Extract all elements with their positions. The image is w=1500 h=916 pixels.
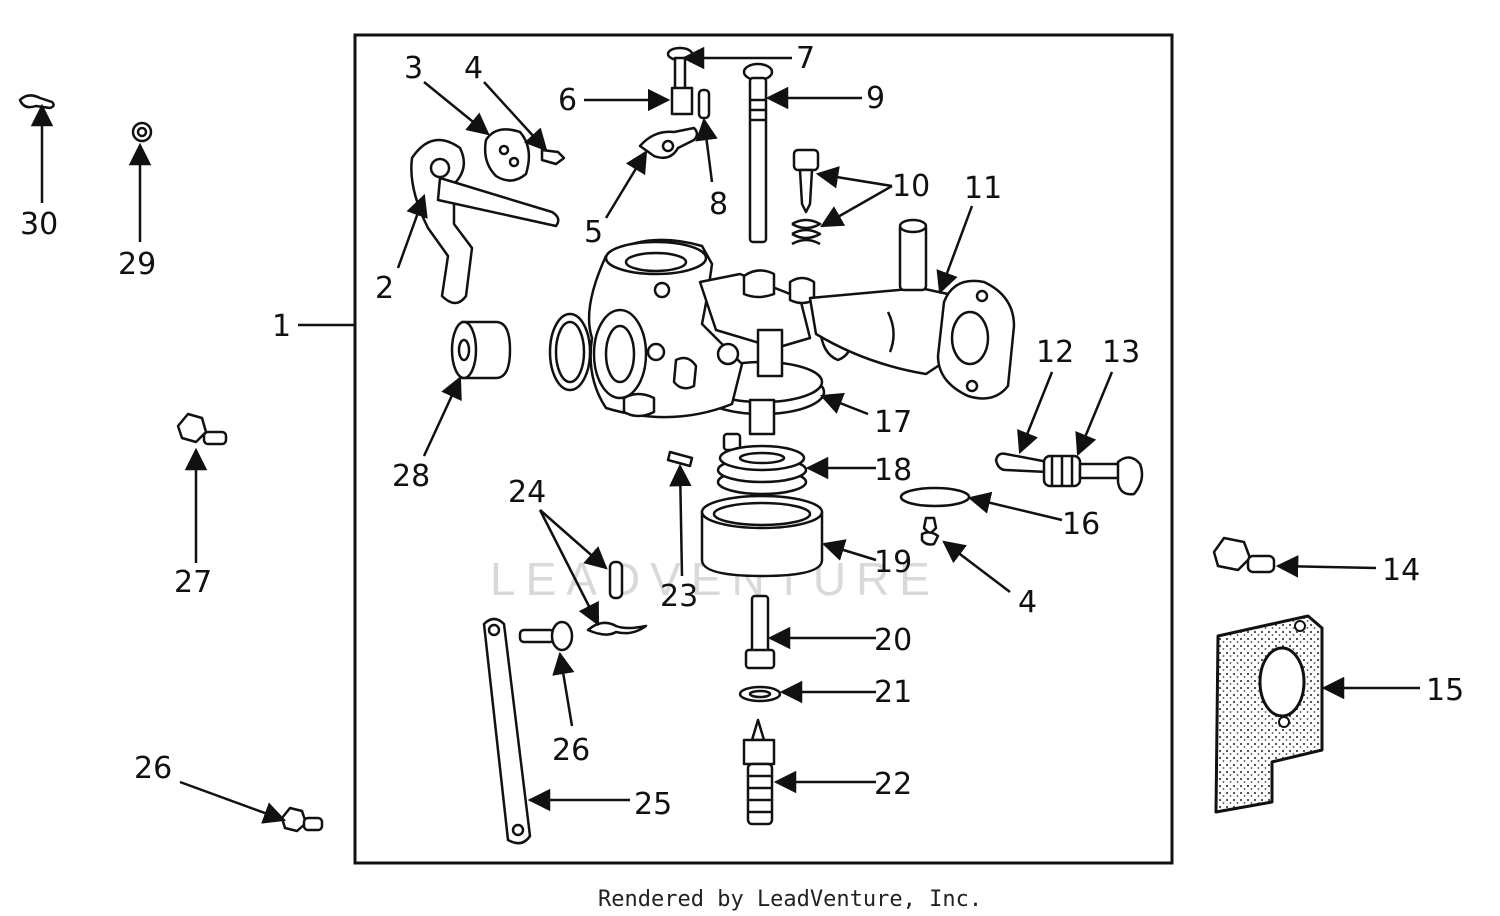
part-26-screw-lower xyxy=(280,806,324,833)
callout-25: 25 xyxy=(634,787,672,822)
callout-19: 19 xyxy=(874,545,912,580)
callout-9: 9 xyxy=(866,81,885,116)
part-19-float-bowl xyxy=(700,494,824,578)
callout-27: 27 xyxy=(174,565,212,600)
callout-2: 2 xyxy=(375,271,394,306)
callout-30: 30 xyxy=(20,207,58,242)
callout-23: 23 xyxy=(660,579,698,614)
callout-1: 1 xyxy=(272,309,291,344)
callout-4-upper: 4 xyxy=(464,51,483,86)
part-4-screw-upper xyxy=(540,148,566,166)
callout-10: 10 xyxy=(892,169,930,204)
callout-26-lower: 26 xyxy=(134,751,172,786)
part-8-pin xyxy=(697,88,711,120)
callout-13: 13 xyxy=(1102,335,1140,370)
callout-22: 22 xyxy=(874,767,912,802)
callout-8: 8 xyxy=(709,187,728,222)
part-5-lever xyxy=(638,126,699,159)
callout-5: 5 xyxy=(584,215,603,250)
callout-6: 6 xyxy=(558,83,577,118)
part-14-bolt xyxy=(1212,536,1276,574)
part-16-diaphragm xyxy=(899,486,971,508)
part-9-long-screw xyxy=(742,62,774,244)
callout-14: 14 xyxy=(1382,553,1420,588)
part-26-screw-upper xyxy=(518,620,574,652)
callout-17: 17 xyxy=(874,405,912,440)
callout-labels: 30 29 27 26 1 2 3 4 5 6 7 8 9 10 11 12 1… xyxy=(20,41,1464,822)
part-23-pin xyxy=(666,450,694,468)
callout-20: 20 xyxy=(874,623,912,658)
part-27-screw xyxy=(176,412,228,446)
callout-24: 24 xyxy=(508,475,546,510)
callout-21: 21 xyxy=(874,675,912,710)
leader-lines xyxy=(30,46,1420,824)
callout-3: 3 xyxy=(404,51,423,86)
part-18-float xyxy=(716,432,808,496)
callout-18: 18 xyxy=(874,453,912,488)
part-13-valve xyxy=(1042,454,1144,496)
part-15-gasket xyxy=(1214,614,1324,814)
callout-7: 7 xyxy=(796,41,815,76)
callout-29: 29 xyxy=(118,247,156,282)
part-20-jet xyxy=(744,594,776,670)
part-12-needle xyxy=(994,452,1050,474)
callout-16: 16 xyxy=(1062,507,1100,542)
part-30-screw xyxy=(18,94,55,110)
part-10-screw-spring xyxy=(791,148,822,246)
callout-12: 12 xyxy=(1036,335,1074,370)
callout-28: 28 xyxy=(392,459,430,494)
callout-4-lower: 4 xyxy=(1018,585,1037,620)
part-11-carburetor-body xyxy=(587,218,1016,436)
part-3-throttle-plate xyxy=(483,128,531,182)
callout-11: 11 xyxy=(964,171,1002,206)
part-25-link xyxy=(482,617,532,845)
part-o-ring xyxy=(548,312,592,392)
part-21-washer xyxy=(738,685,782,703)
part-29-nut xyxy=(131,121,153,143)
callout-15: 15 xyxy=(1426,673,1464,708)
part-4-screw-lower xyxy=(920,516,940,546)
part-2-throttle-lever xyxy=(410,138,560,305)
part-22-bowl-nut xyxy=(742,718,776,826)
assembly-frame xyxy=(353,33,1174,865)
credit-text: Rendered by LeadVenture, Inc. xyxy=(598,887,982,912)
callout-26-upper: 26 xyxy=(552,733,590,768)
part-24-clips xyxy=(586,560,648,636)
part-28-bushing xyxy=(450,320,512,380)
